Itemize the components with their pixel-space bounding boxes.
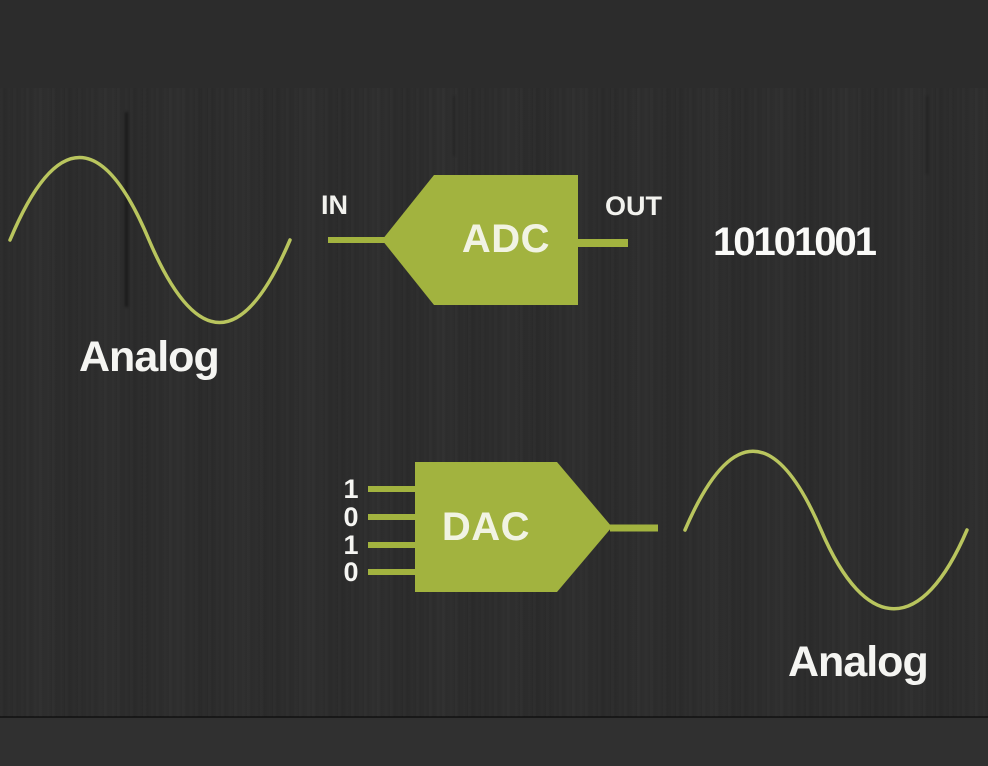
bottom-band xyxy=(0,718,988,766)
adc-in-label: IN xyxy=(321,190,348,220)
dac-bit-label: 1 xyxy=(343,530,359,560)
dac-label: DAC xyxy=(441,505,531,549)
dac-converter-shape xyxy=(415,462,612,592)
binary-output-value: 10101001 xyxy=(713,220,877,264)
adc-label: ADC xyxy=(461,217,551,261)
analog-output-label: Analog xyxy=(788,638,929,686)
frame-seam-line xyxy=(0,716,988,718)
adc-converter-shape xyxy=(382,175,578,305)
dac-bit-label: 0 xyxy=(343,557,359,587)
analog-input-label: Analog xyxy=(79,333,220,381)
analog-output-wave xyxy=(683,449,969,611)
adc-out-label: OUT xyxy=(605,191,662,221)
dac-bit-label: 1 xyxy=(343,474,359,504)
dac-bit-label: 0 xyxy=(343,502,359,532)
analog-input-wave xyxy=(8,156,292,324)
